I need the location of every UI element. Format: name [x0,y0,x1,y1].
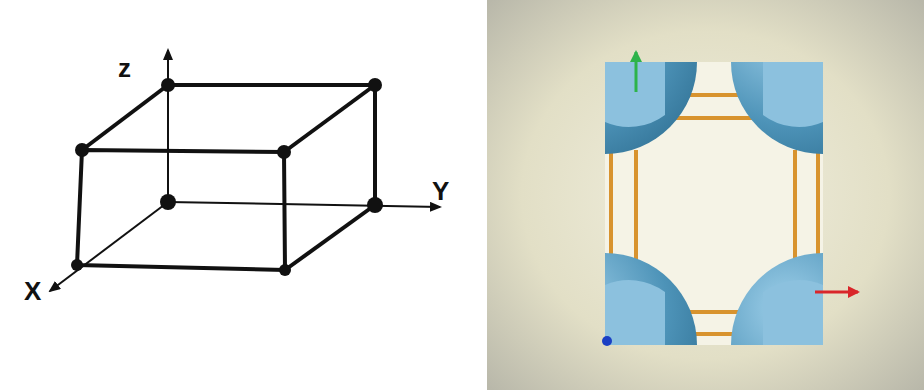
render-background [487,0,924,390]
axis-label: z [118,55,131,81]
unit-cell-wireframe [77,85,375,270]
axes [50,50,440,291]
axis-label: Y [432,178,449,204]
axis-label: X [24,278,41,304]
rendered-cell [513,0,915,390]
lattice-points [71,78,383,276]
